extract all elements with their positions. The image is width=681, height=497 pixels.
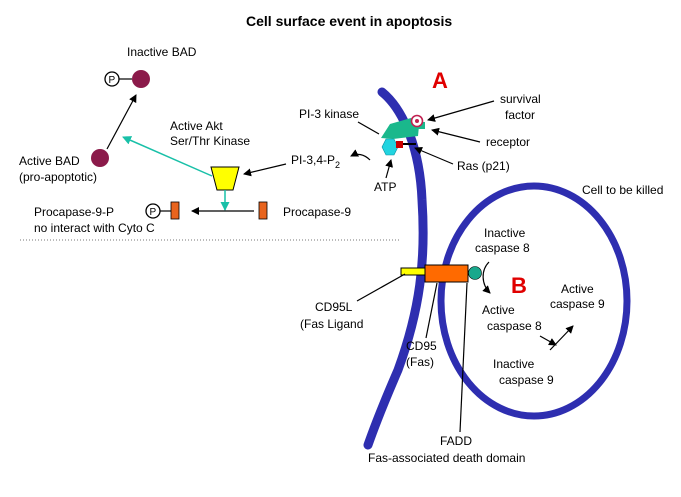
survival-factor-dot (415, 119, 419, 123)
diagram-title: Cell surface event in apoptosis (246, 13, 452, 29)
caspase9-activation-arrow (549, 325, 574, 351)
procaspase9p-icon (170, 201, 180, 220)
atp-label: ATP (374, 180, 396, 194)
fadd-pointer (459, 282, 468, 433)
procaspase9p-label: Procapase-9-P (34, 205, 114, 219)
fadd-full-label: Fas-associated death domain (368, 451, 525, 465)
ras-label: Ras (p21) (457, 159, 510, 173)
ras-icon (396, 141, 403, 148)
cell-to-be-killed-label: Cell to be killed (582, 183, 663, 197)
cd95-pointer (425, 282, 438, 339)
cd95-icon (424, 264, 469, 283)
inactive-caspase8-line1: Inactive (484, 226, 526, 240)
inactive-bad-label: Inactive BAD (127, 45, 197, 59)
phosphate-label-procaspase: P (150, 207, 157, 218)
active-bad-icon (91, 149, 109, 167)
active-caspase8-line1: Active (482, 303, 515, 317)
cd95-label: CD95 (406, 339, 437, 353)
factor-label: factor (505, 108, 535, 122)
phosphate-label-bad: P (109, 75, 116, 86)
caspase8-activation-arrow (482, 261, 491, 294)
procaspase9-icon (258, 201, 268, 220)
atp-hexagon-icon (381, 138, 399, 156)
pi3-kinase-pointer (357, 121, 380, 135)
inactive-caspase9-line2: caspase 9 (499, 373, 554, 387)
ser-thr-kinase-label: Ser/Thr Kinase (170, 134, 250, 148)
active-caspase9-line1: Active (561, 282, 594, 296)
region-b-label: B (511, 273, 527, 298)
active-bad-label: Active BAD (19, 154, 80, 168)
receptor-label: receptor (486, 135, 530, 149)
no-interact-label: no interact with Cyto C (34, 221, 155, 235)
receptor-arrow (431, 127, 481, 143)
procaspase9-label: Procapase-9 (283, 205, 351, 219)
survival-label: survival (500, 92, 541, 106)
pi3-kinase-label: PI-3 kinase (299, 107, 359, 121)
bad-phosphorylation-arrow (106, 94, 137, 150)
fadd-label: FADD (440, 434, 472, 448)
pi3k-product-arrow (350, 149, 371, 161)
cd95l-label: CD95L (315, 300, 353, 314)
ras-arrow (414, 147, 454, 165)
pi34p2-to-akt-arrow (243, 163, 287, 177)
cell-to-be-killed (437, 182, 631, 420)
survival-factor-arrow (427, 100, 495, 122)
fas-label: (Fas) (406, 355, 434, 369)
pi34p2-label: PI-3,4-P2 (291, 153, 340, 170)
active-caspase8-line2: caspase 8 (487, 319, 542, 333)
inactive-bad-icon (132, 70, 150, 88)
inactive-caspase9-line1: Inactive (493, 357, 535, 371)
fas-ligand-label: (Fas Ligand (300, 317, 363, 331)
caspase8-to-caspase9-arrow (539, 335, 557, 346)
cd95l-pointer (356, 273, 406, 302)
region-a-label: A (432, 68, 448, 93)
pro-apoptotic-label: (pro-apoptotic) (19, 170, 97, 184)
atp-pointer (385, 159, 393, 179)
fadd-icon (468, 266, 482, 280)
active-caspase9-line2: caspase 9 (550, 297, 605, 311)
akt-kinase-icon (210, 166, 240, 191)
inactive-caspase8-line2: caspase 8 (475, 241, 530, 255)
akt-to-bad-arrow (122, 136, 213, 177)
active-akt-label: Active Akt (170, 119, 223, 133)
